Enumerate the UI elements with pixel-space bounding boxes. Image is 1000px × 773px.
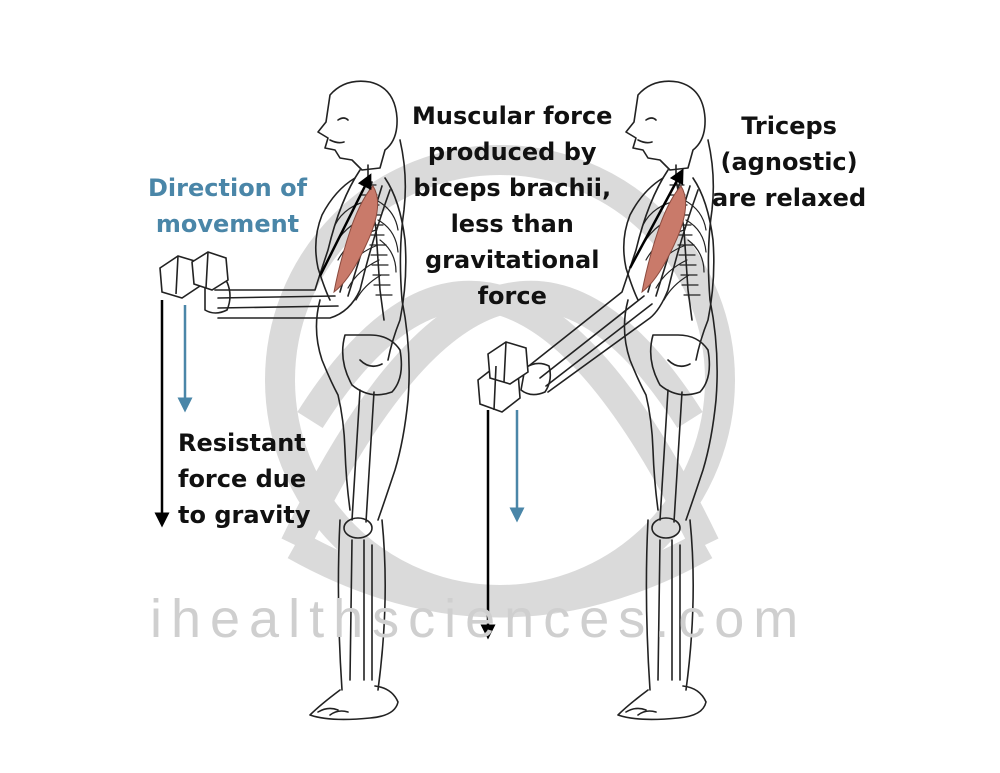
resistant-force-label: Resistant force due to gravity [178,429,311,529]
muscular-force-arrow-left [318,173,372,277]
muscular-force-arrow-right [628,168,684,269]
dumbbell-left-icon [159,251,229,299]
direction-of-movement-label: Direction of movement [148,174,308,238]
dumbbell-right-icon [477,341,529,413]
muscular-force-label: Muscular force produced by biceps brachi… [412,102,613,310]
triquetra-watermark-icon [265,145,735,618]
triceps-label: Triceps (agnostic) are relaxed [712,112,867,212]
biceps-muscle-right [641,185,687,294]
watermark-text: ihealthsciences.com [150,589,808,649]
biceps-muscle-left [333,185,379,294]
